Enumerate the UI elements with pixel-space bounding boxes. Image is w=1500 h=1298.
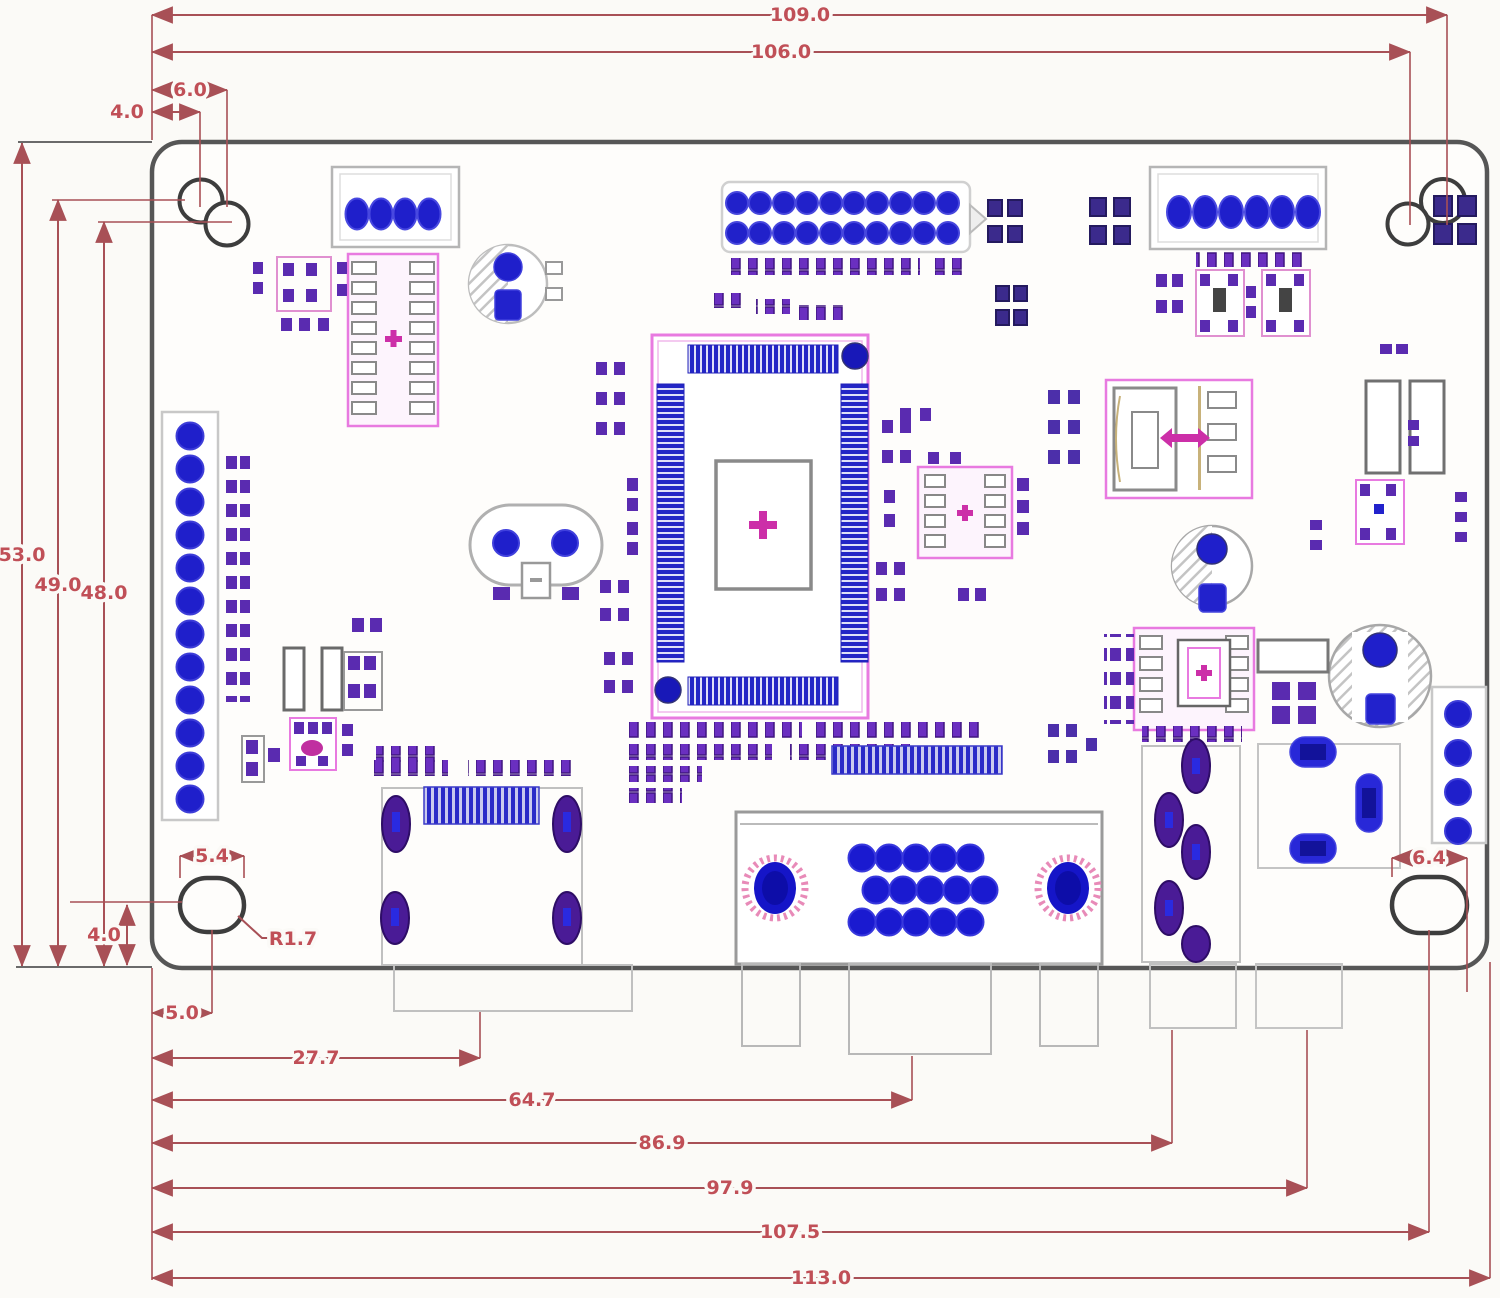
left-pin-connector — [160, 410, 250, 822]
dc-jack — [1255, 736, 1401, 1029]
mounting-hole-bottom-left — [177, 875, 247, 935]
mounting-hole-bottom-right — [1389, 874, 1470, 936]
qfp-pins-left — [656, 383, 685, 663]
small-footprint-right — [1310, 420, 1467, 550]
header-notch — [969, 202, 988, 236]
dim-label-109: 109.0 — [770, 4, 830, 26]
soic16-footprint — [346, 252, 440, 428]
connector-4pin — [330, 165, 461, 249]
relay-footprint — [1104, 378, 1254, 500]
dim-label-48: 48.0 — [81, 582, 128, 604]
qfp-pin1-dot — [841, 342, 869, 370]
connector-bottom-left — [380, 786, 633, 1012]
fine-pitch-strip — [831, 745, 1003, 775]
crystal — [468, 503, 604, 600]
connector-bottom-right — [1141, 738, 1241, 1029]
dim-label-5: 5.0 — [165, 1002, 199, 1024]
dim-label-27-7: 27.7 — [293, 1047, 340, 1069]
radius-leader-r1-7 — [237, 915, 268, 939]
vga-connector — [734, 810, 1104, 1055]
center-marker — [1160, 428, 1210, 448]
dim-label-64-7: 64.7 — [509, 1089, 556, 1111]
dim-label-4-top: 4.0 — [110, 101, 144, 123]
dim-label-53: 53.0 — [0, 544, 45, 566]
pad-group-midright — [1048, 390, 1080, 464]
dimension-lines — [13, 6, 1492, 1287]
dim-label-49: 49.0 — [35, 574, 82, 596]
dim-label-113: 113.0 — [791, 1267, 851, 1289]
connector-right-edge — [1430, 685, 1488, 845]
qfp-center-cross — [749, 511, 777, 539]
pads-left-of-qfp — [596, 362, 638, 693]
qfp-pins-top — [687, 344, 839, 374]
extension-lines — [52, 15, 1491, 1280]
vga-mount-right — [1034, 854, 1102, 922]
chip-mid-right — [916, 452, 1029, 560]
pad-row — [724, 258, 920, 275]
edge-extension-lines — [16, 141, 152, 968]
dim-label-97-9: 97.9 — [707, 1177, 754, 1199]
pads-right-of-qfp — [876, 408, 986, 601]
dim-label-86-9: 86.9 — [639, 1132, 686, 1154]
cap-electrolytic-small — [1170, 524, 1254, 613]
vga-tab-center — [848, 963, 992, 1055]
cluster-topright — [1089, 195, 1477, 354]
dim-label-6: 6.0 — [173, 79, 207, 101]
connector-tab — [1255, 963, 1343, 1029]
qfp-chip — [650, 333, 870, 720]
passive-cluster-topleft — [253, 256, 347, 331]
round-capacitor-topleft — [467, 243, 563, 325]
dim-label-107-5: 107.5 — [760, 1221, 820, 1243]
connector-tab — [1149, 963, 1237, 1029]
vga-pins — [847, 843, 999, 937]
sot-footprint — [289, 717, 337, 771]
vga-tab-right — [1039, 963, 1099, 1047]
center-marker — [385, 330, 402, 347]
dim-label-4-bottom: 4.0 — [87, 924, 121, 946]
cap-electrolytic-big — [1327, 623, 1433, 729]
pad-rows-below-qfp — [368, 722, 1097, 803]
pad-row — [928, 258, 968, 275]
cluster-mid-left — [241, 618, 442, 783]
pad-column — [222, 452, 250, 702]
header-2x10 — [714, 180, 988, 320]
qfp-pins-bottom — [687, 676, 839, 706]
qfp-pins-right — [840, 383, 869, 663]
connector-tab — [393, 964, 633, 1012]
dim-label-106: 106.0 — [751, 41, 811, 63]
dim-label-6-4: 6.4 — [1412, 847, 1446, 869]
dimension-labels: 109.0 106.0 6.0 4.0 53.0 49.0 48.0 5.4 R… — [0, 1, 1449, 1293]
connector-6pin — [1148, 165, 1328, 251]
vga-tab-left — [741, 963, 801, 1047]
dim-label-5-4: 5.4 — [195, 845, 229, 867]
radius-label-r1-7: R1.7 — [269, 928, 317, 950]
vga-mount-left — [741, 854, 809, 922]
pad-group-topmid — [987, 199, 1028, 326]
soic8-bottom-right — [1104, 626, 1330, 742]
